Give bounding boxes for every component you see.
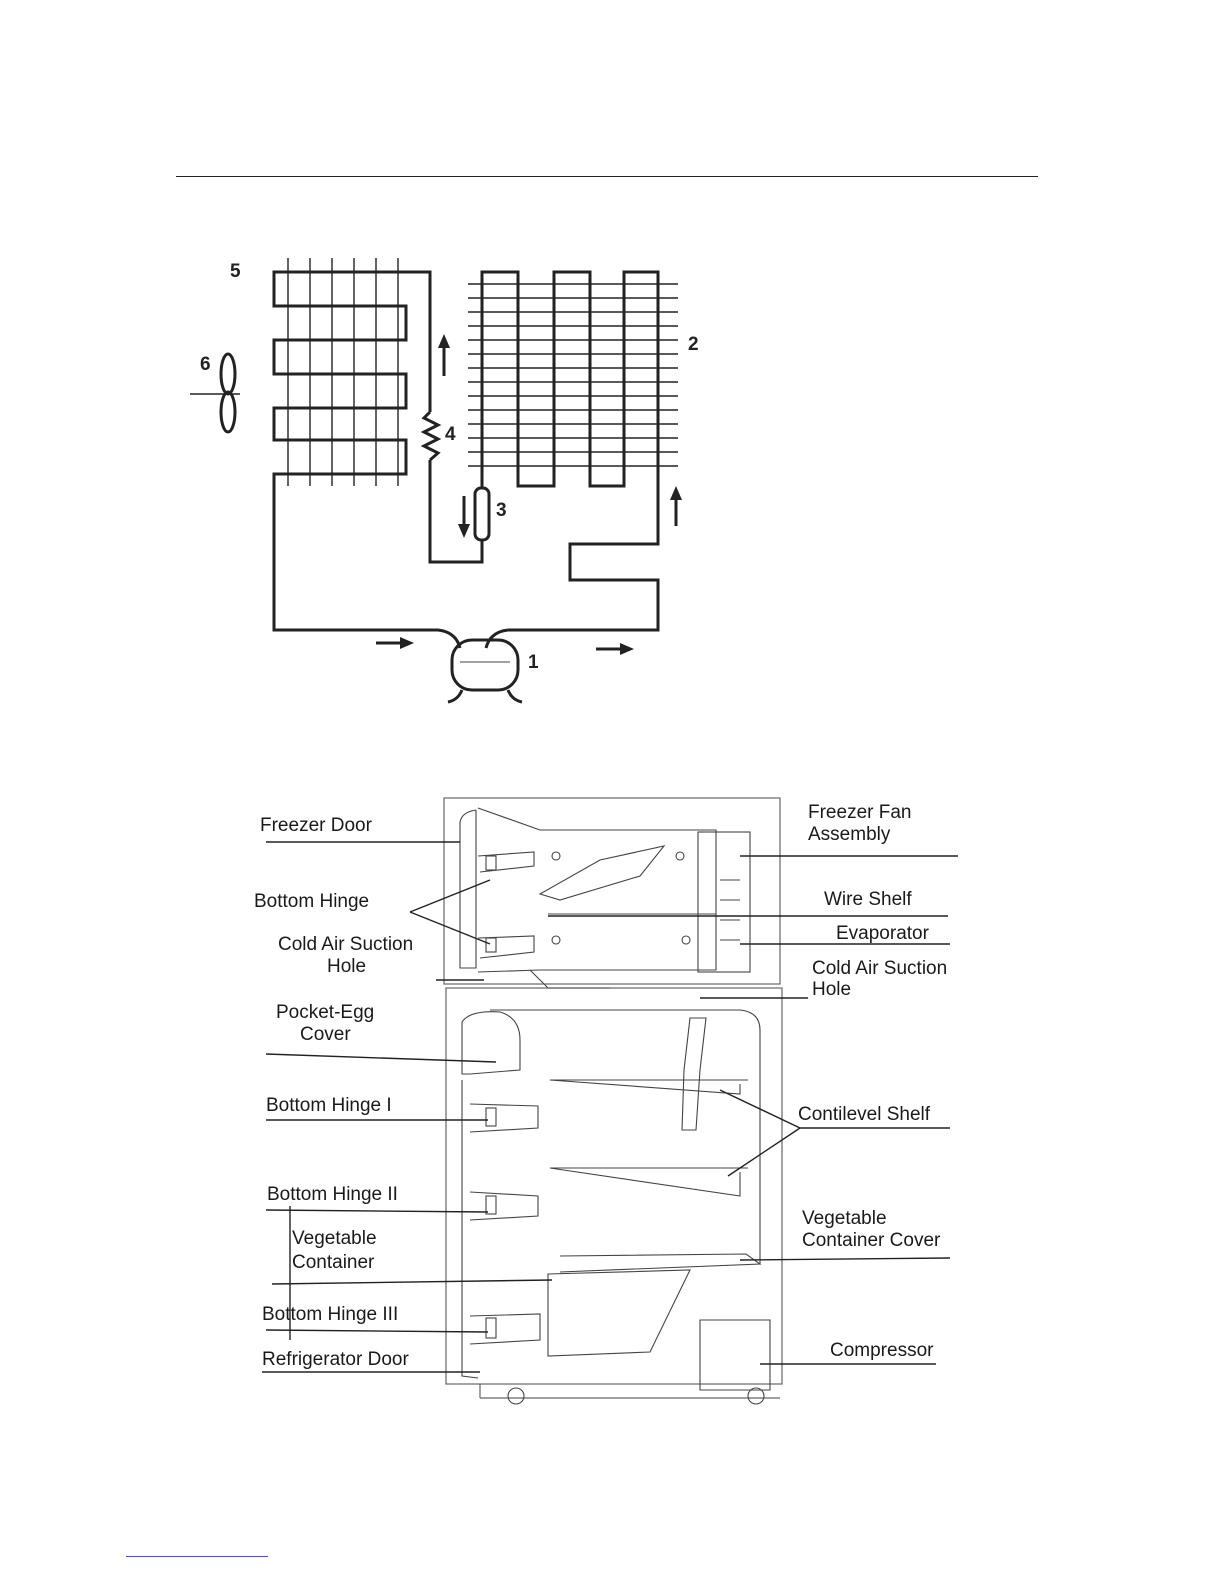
label-pocket-egg-1: Pocket-Egg xyxy=(276,1002,374,1023)
label-evaporator: Evaporator xyxy=(836,923,930,944)
vegetable-container-shape xyxy=(548,1270,690,1356)
label-vegetable-cover-1: Vegetable xyxy=(802,1208,887,1229)
label-vegetable-cover-2: Container Cover xyxy=(802,1230,941,1251)
label-vegetable-container-1: Vegetable xyxy=(292,1228,377,1249)
label-cold-air-suction-right-2: Hole xyxy=(812,979,851,1000)
label-cold-air-suction-left-2: Hole xyxy=(327,956,366,977)
freezer-door xyxy=(460,810,534,968)
label-bottom-hinge-2: Bottom Hinge II xyxy=(267,1184,398,1205)
label-bottom-hinge: Bottom Hinge xyxy=(254,891,369,912)
airflow-arrow-freezer xyxy=(540,846,664,900)
label-refrigerator-door: Refrigerator Door xyxy=(262,1349,409,1370)
compressor-shape xyxy=(700,1320,770,1390)
label-bottom-hinge-1: Bottom Hinge I xyxy=(266,1095,392,1116)
label-freezer-door: Freezer Door xyxy=(260,815,373,836)
label-freezer-fan-1: Freezer Fan xyxy=(808,802,911,823)
label-compressor: Compressor xyxy=(830,1340,934,1361)
refrigerator-door xyxy=(462,1012,540,1378)
label-bottom-hinge-3: Bottom Hinge III xyxy=(262,1304,398,1325)
label-wire-shelf: Wire Shelf xyxy=(824,889,912,910)
freezer-compartment xyxy=(478,808,750,988)
label-freezer-fan-2: Assembly xyxy=(808,824,891,845)
label-pocket-egg-2: Cover xyxy=(300,1024,351,1045)
cabinet-outline xyxy=(444,798,782,1398)
airflow-arrow-fridge xyxy=(682,1018,706,1130)
footer-link-underline xyxy=(126,1556,268,1557)
label-cold-air-suction-right-1: Cold Air Suction xyxy=(812,958,947,979)
label-vegetable-container-2: Container xyxy=(292,1252,375,1273)
refrigerator-compartment xyxy=(490,1010,770,1404)
label-contilevel-shelf: Contilevel Shelf xyxy=(798,1104,931,1125)
label-cold-air-suction-left-1: Cold Air Suction xyxy=(278,934,413,955)
